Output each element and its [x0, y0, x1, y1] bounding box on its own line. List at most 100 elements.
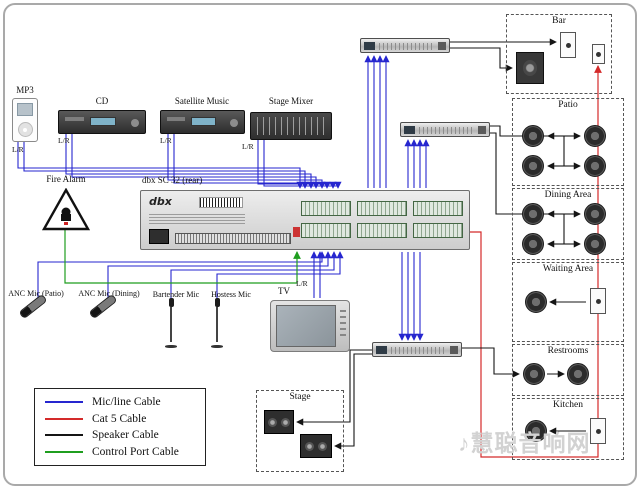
cd-label: CD: [95, 96, 109, 106]
satellite-display-icon: [190, 117, 216, 126]
legend-swatch-speaker: [45, 434, 83, 437]
amp-vents-icon: [391, 347, 447, 354]
legend-swatch-mic-line: [45, 400, 83, 403]
wire: [462, 347, 520, 378]
stage-speaker-cabinet-icon: [300, 434, 332, 458]
terminal-block-icon: [301, 223, 351, 238]
mixer-sliders-icon: [257, 117, 325, 135]
zone-restrooms-label: Restrooms: [547, 346, 589, 356]
satellite-port-label: L/R: [160, 136, 172, 145]
anc-mic-dining-label: ANC Mic (Dining): [78, 289, 140, 298]
power-amp-stage-restrooms: [372, 342, 462, 357]
mic-head-icon: [214, 298, 220, 307]
legend: Mic/line Cable Cat 5 Cable Speaker Cable…: [34, 388, 206, 466]
patio-speaker-icon: [522, 125, 544, 147]
driver-icon: [280, 417, 290, 427]
amp-switch-icon: [450, 346, 458, 354]
legend-swatch-cat5: [45, 417, 83, 420]
driver-icon: [268, 417, 278, 427]
cat5-port-icon: [293, 227, 300, 237]
satellite-vent-icon: [167, 117, 186, 121]
terminal-block-icon: [301, 201, 351, 216]
fire-alarm-led: [64, 222, 68, 225]
cd-port-label: L/R: [58, 136, 70, 145]
mic-line-cables: [17, 55, 430, 341]
amp-vents-icon: [379, 43, 435, 50]
mp3-port-label: L/R: [12, 145, 24, 154]
wire: [65, 134, 315, 189]
legend-label-speaker: Speaker Cable: [92, 429, 159, 442]
kitchen-speaker-icon: [525, 420, 547, 442]
bar-speaker-icon: [516, 52, 544, 84]
watermark: ♪慧聪音响网: [458, 431, 591, 456]
zone-patio-label: Patio: [558, 100, 578, 110]
stage-mixer-label: Stage Mixer: [268, 96, 314, 106]
mic-head-icon: [168, 298, 174, 307]
cat5-cable: [470, 65, 602, 458]
wire: [450, 47, 513, 72]
speaker-cables: [296, 38, 586, 450]
kitchen-volume-control-icon: [590, 418, 606, 444]
cd-display-icon: [89, 117, 116, 126]
power-amp-bar: [360, 38, 450, 53]
power-amp-dining-patio: [400, 122, 490, 137]
tv-buttons-icon: [340, 310, 346, 340]
zone-bar: Bar: [506, 14, 612, 94]
amp-display-icon: [364, 42, 375, 50]
zone-kitchen: Kitchen: [512, 398, 624, 460]
zone-stage-label: Stage: [289, 392, 311, 402]
control-port-cable: [64, 230, 301, 284]
restroom-speaker-icon: [567, 363, 589, 385]
fire-alarm-bell-base: [61, 214, 71, 221]
satellite-receiver: [160, 110, 245, 134]
wire: [490, 125, 565, 166]
zone-bar-label: Bar: [552, 16, 566, 26]
terminal-strip-icon: [175, 233, 291, 244]
bar-volume-control-icon: [592, 44, 605, 64]
zone-dining: Dining Area: [512, 188, 624, 260]
amp-switch-icon: [478, 126, 486, 134]
fine-print-icon: [149, 214, 245, 224]
waiting-speaker-icon: [525, 291, 547, 313]
wire: [334, 353, 372, 450]
amp-display-icon: [376, 346, 387, 354]
amp-display-icon: [404, 126, 415, 134]
dbx-logo: dbx: [149, 195, 172, 208]
wire: [64, 230, 301, 284]
dining-speaker-icon: [522, 233, 544, 255]
zone-waiting-label: Waiting Area: [542, 264, 594, 274]
barcode-icon: [199, 197, 243, 208]
terminal-block-icon: [413, 223, 463, 238]
wire: [470, 65, 602, 458]
amp-vents-icon: [419, 127, 475, 134]
dining-speaker-icon: [584, 203, 606, 225]
mic-base-icon: [211, 345, 223, 348]
mp3-screen-icon: [17, 103, 33, 116]
cd-tray-icon: [65, 117, 84, 121]
power-inlet-icon: [149, 229, 169, 244]
driver-icon: [305, 441, 314, 451]
stage-speaker-cabinet-icon: [264, 410, 294, 434]
driver-icon: [318, 441, 327, 451]
wire: [490, 132, 565, 244]
wire: [296, 349, 372, 426]
mixer-port-label: L/R: [242, 142, 254, 151]
legend-row: Control Port Cable: [45, 446, 195, 458]
bartender-mic-icon: [165, 298, 177, 348]
hostess-mic-label: Hostess Mic: [211, 290, 251, 299]
patio-speaker-icon: [584, 155, 606, 177]
dining-speaker-icon: [584, 233, 606, 255]
restroom-speaker-icon: [523, 363, 545, 385]
wire: [170, 251, 338, 298]
zone-kitchen-label: Kitchen: [552, 400, 584, 410]
tv-label: TV: [278, 286, 290, 296]
page-frame: [3, 3, 637, 486]
bartender-mic-label: Bartender Mic: [152, 290, 200, 299]
amp-switch-icon: [438, 42, 446, 50]
legend-row: Mic/line Cable: [45, 396, 195, 408]
patio-speaker-icon: [584, 125, 606, 147]
mp3-label: MP3: [16, 85, 34, 95]
terminal-block-icon: [413, 201, 463, 216]
